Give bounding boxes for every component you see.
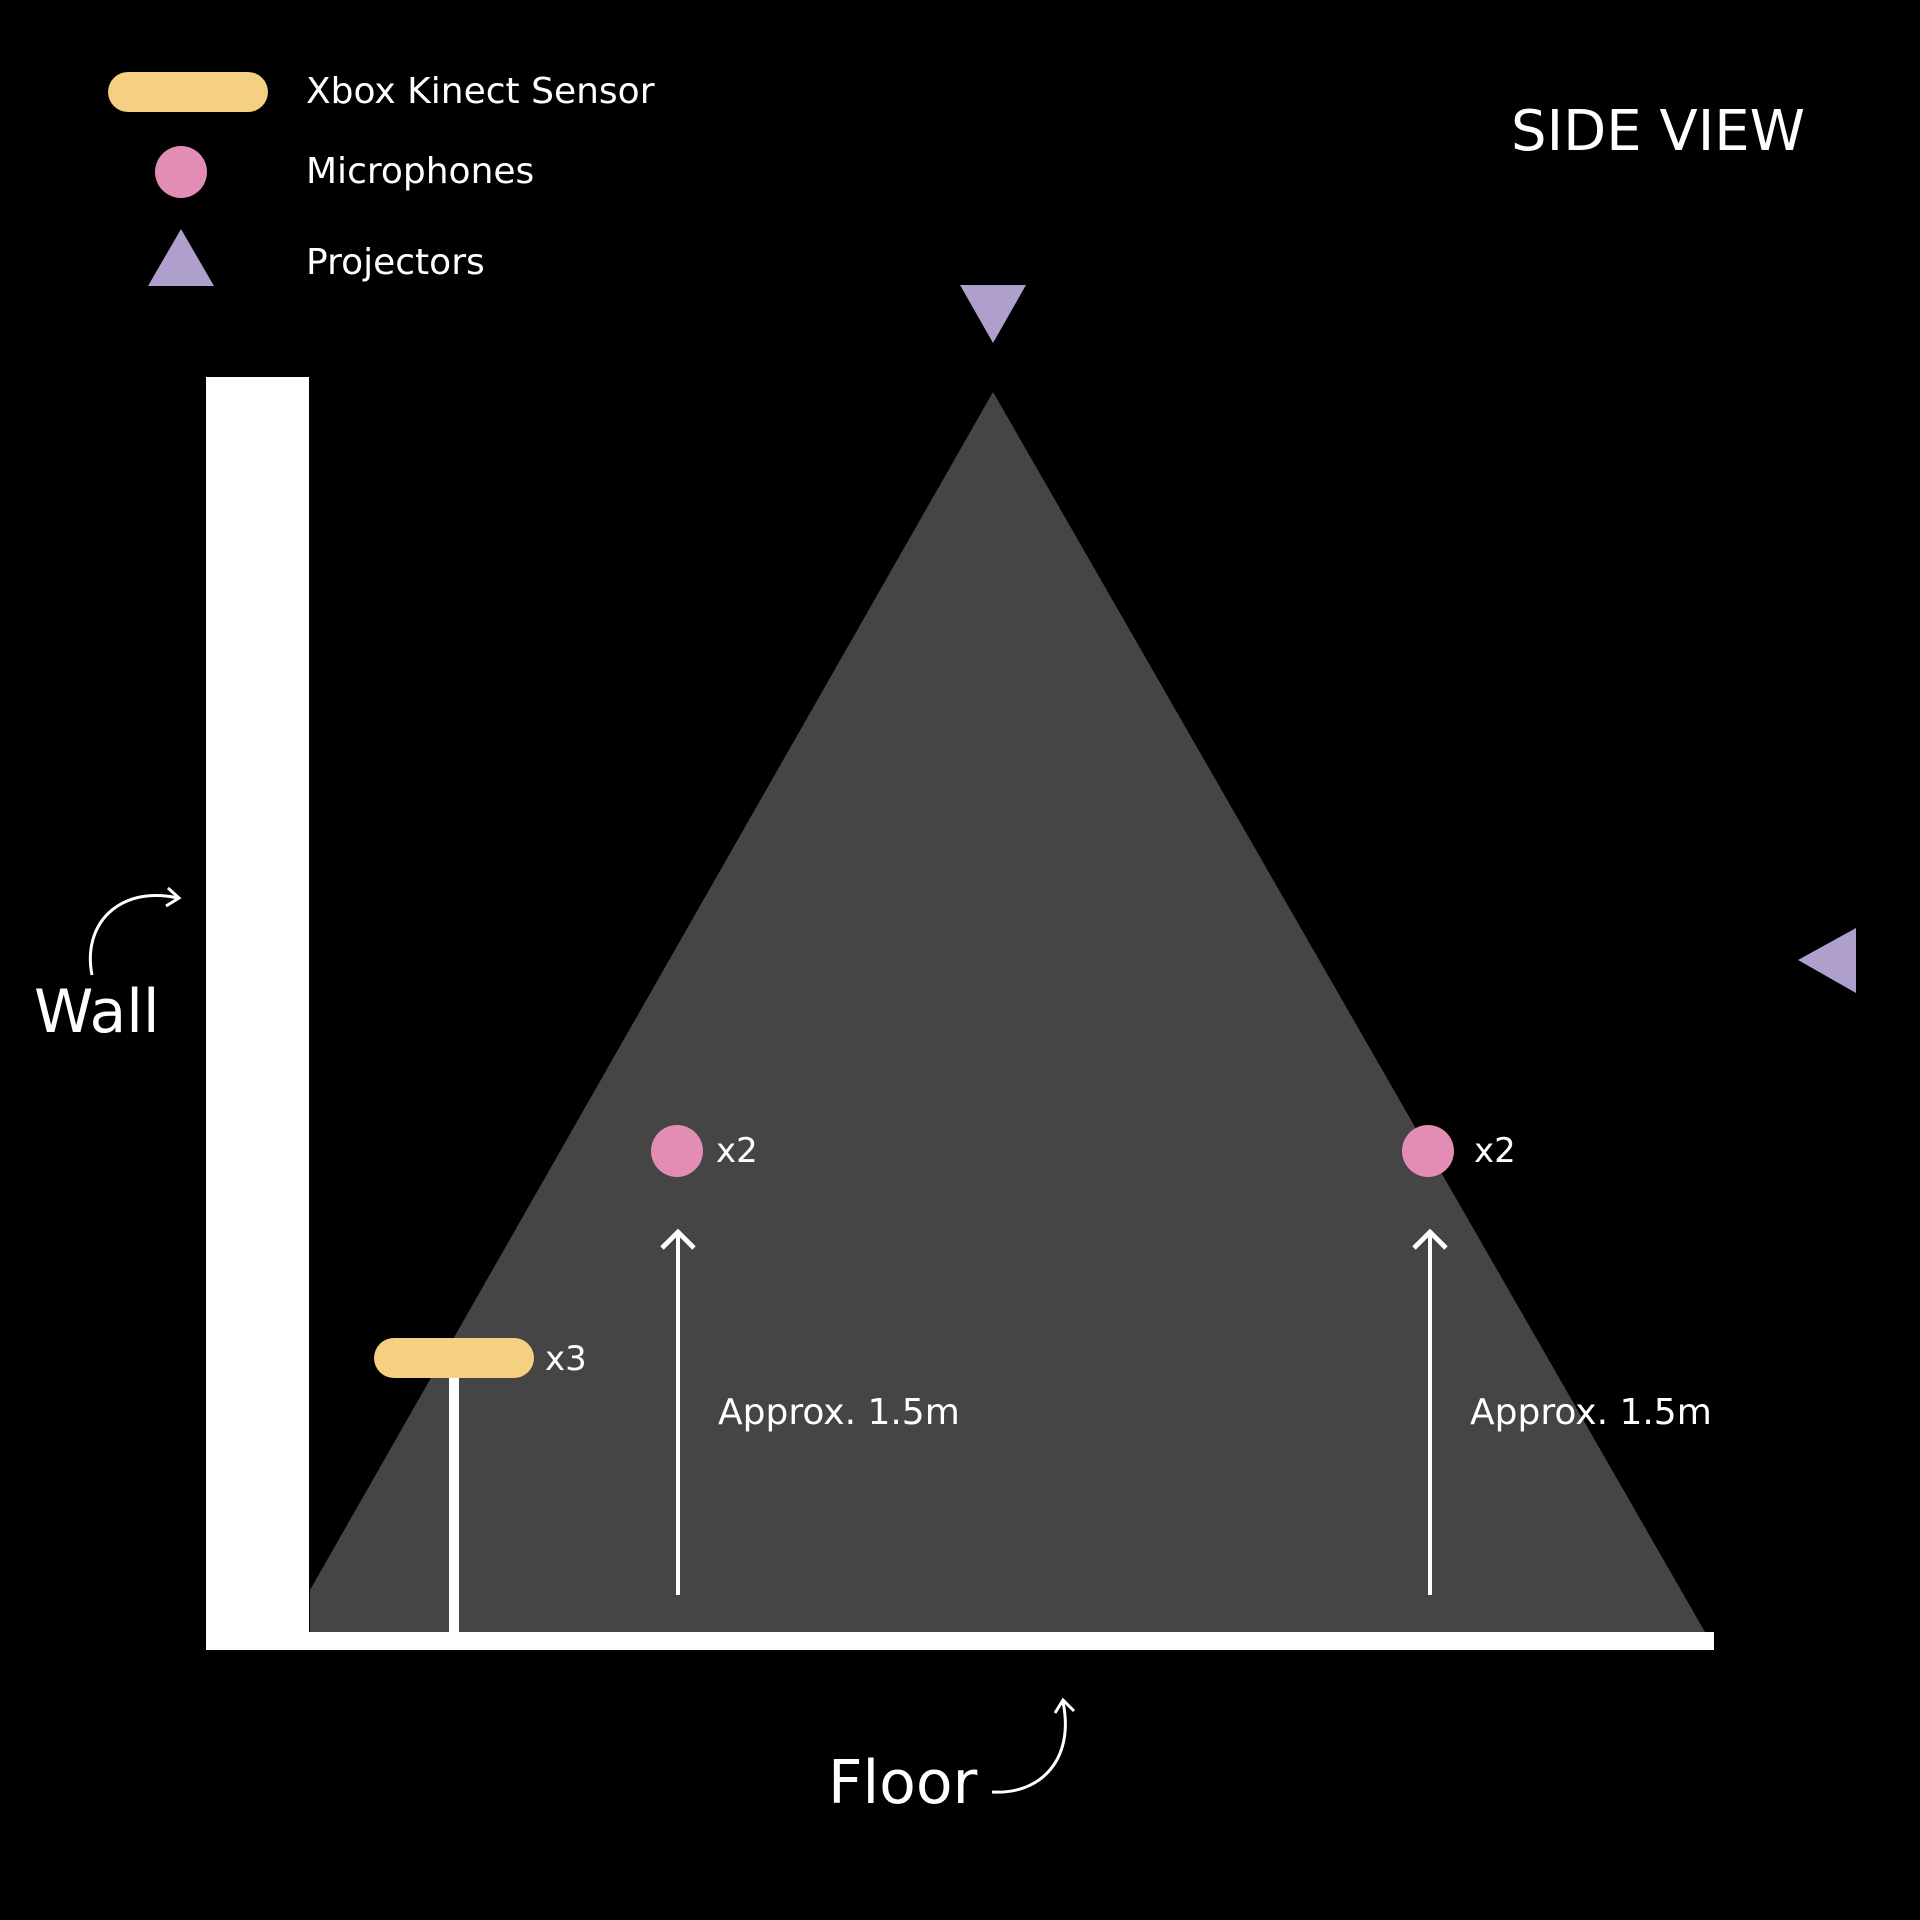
projector-side	[1798, 928, 1856, 993]
legend-microphone-swatch	[155, 146, 207, 198]
floor-label: Floor	[828, 1748, 978, 1818]
microphone-right	[1402, 1125, 1454, 1177]
floor-pointer-arrow	[991, 1701, 1067, 1794]
wall-pointer-arrow	[88, 894, 179, 976]
projection-cone	[310, 392, 1705, 1632]
wall	[206, 377, 309, 1650]
height-label-left: Approx. 1.5m	[718, 1392, 960, 1433]
mic-right-count-label: x2	[1474, 1131, 1516, 1171]
wall-label: Wall	[34, 977, 160, 1047]
microphone-left	[651, 1125, 703, 1177]
projector-top	[960, 285, 1026, 343]
legend-kinect-label: Xbox Kinect Sensor	[306, 71, 655, 112]
page-title: SIDE VIEW	[1511, 99, 1805, 164]
kinect-count-label: x3	[545, 1339, 587, 1379]
floor-pointer-arrowhead	[1053, 1697, 1076, 1714]
legend-projector-swatch	[148, 229, 214, 286]
wall-pointer-arrowhead	[165, 886, 182, 908]
legend-kinect-swatch	[108, 72, 268, 112]
legend-microphones-label: Microphones	[306, 151, 534, 192]
height-label-right: Approx. 1.5m	[1470, 1392, 1712, 1433]
kinect-stand	[449, 1376, 459, 1632]
mic-left-count-label: x2	[716, 1131, 758, 1171]
kinect-sensor	[374, 1338, 534, 1378]
legend-projectors-label: Projectors	[306, 242, 485, 283]
floor	[206, 1632, 1714, 1650]
